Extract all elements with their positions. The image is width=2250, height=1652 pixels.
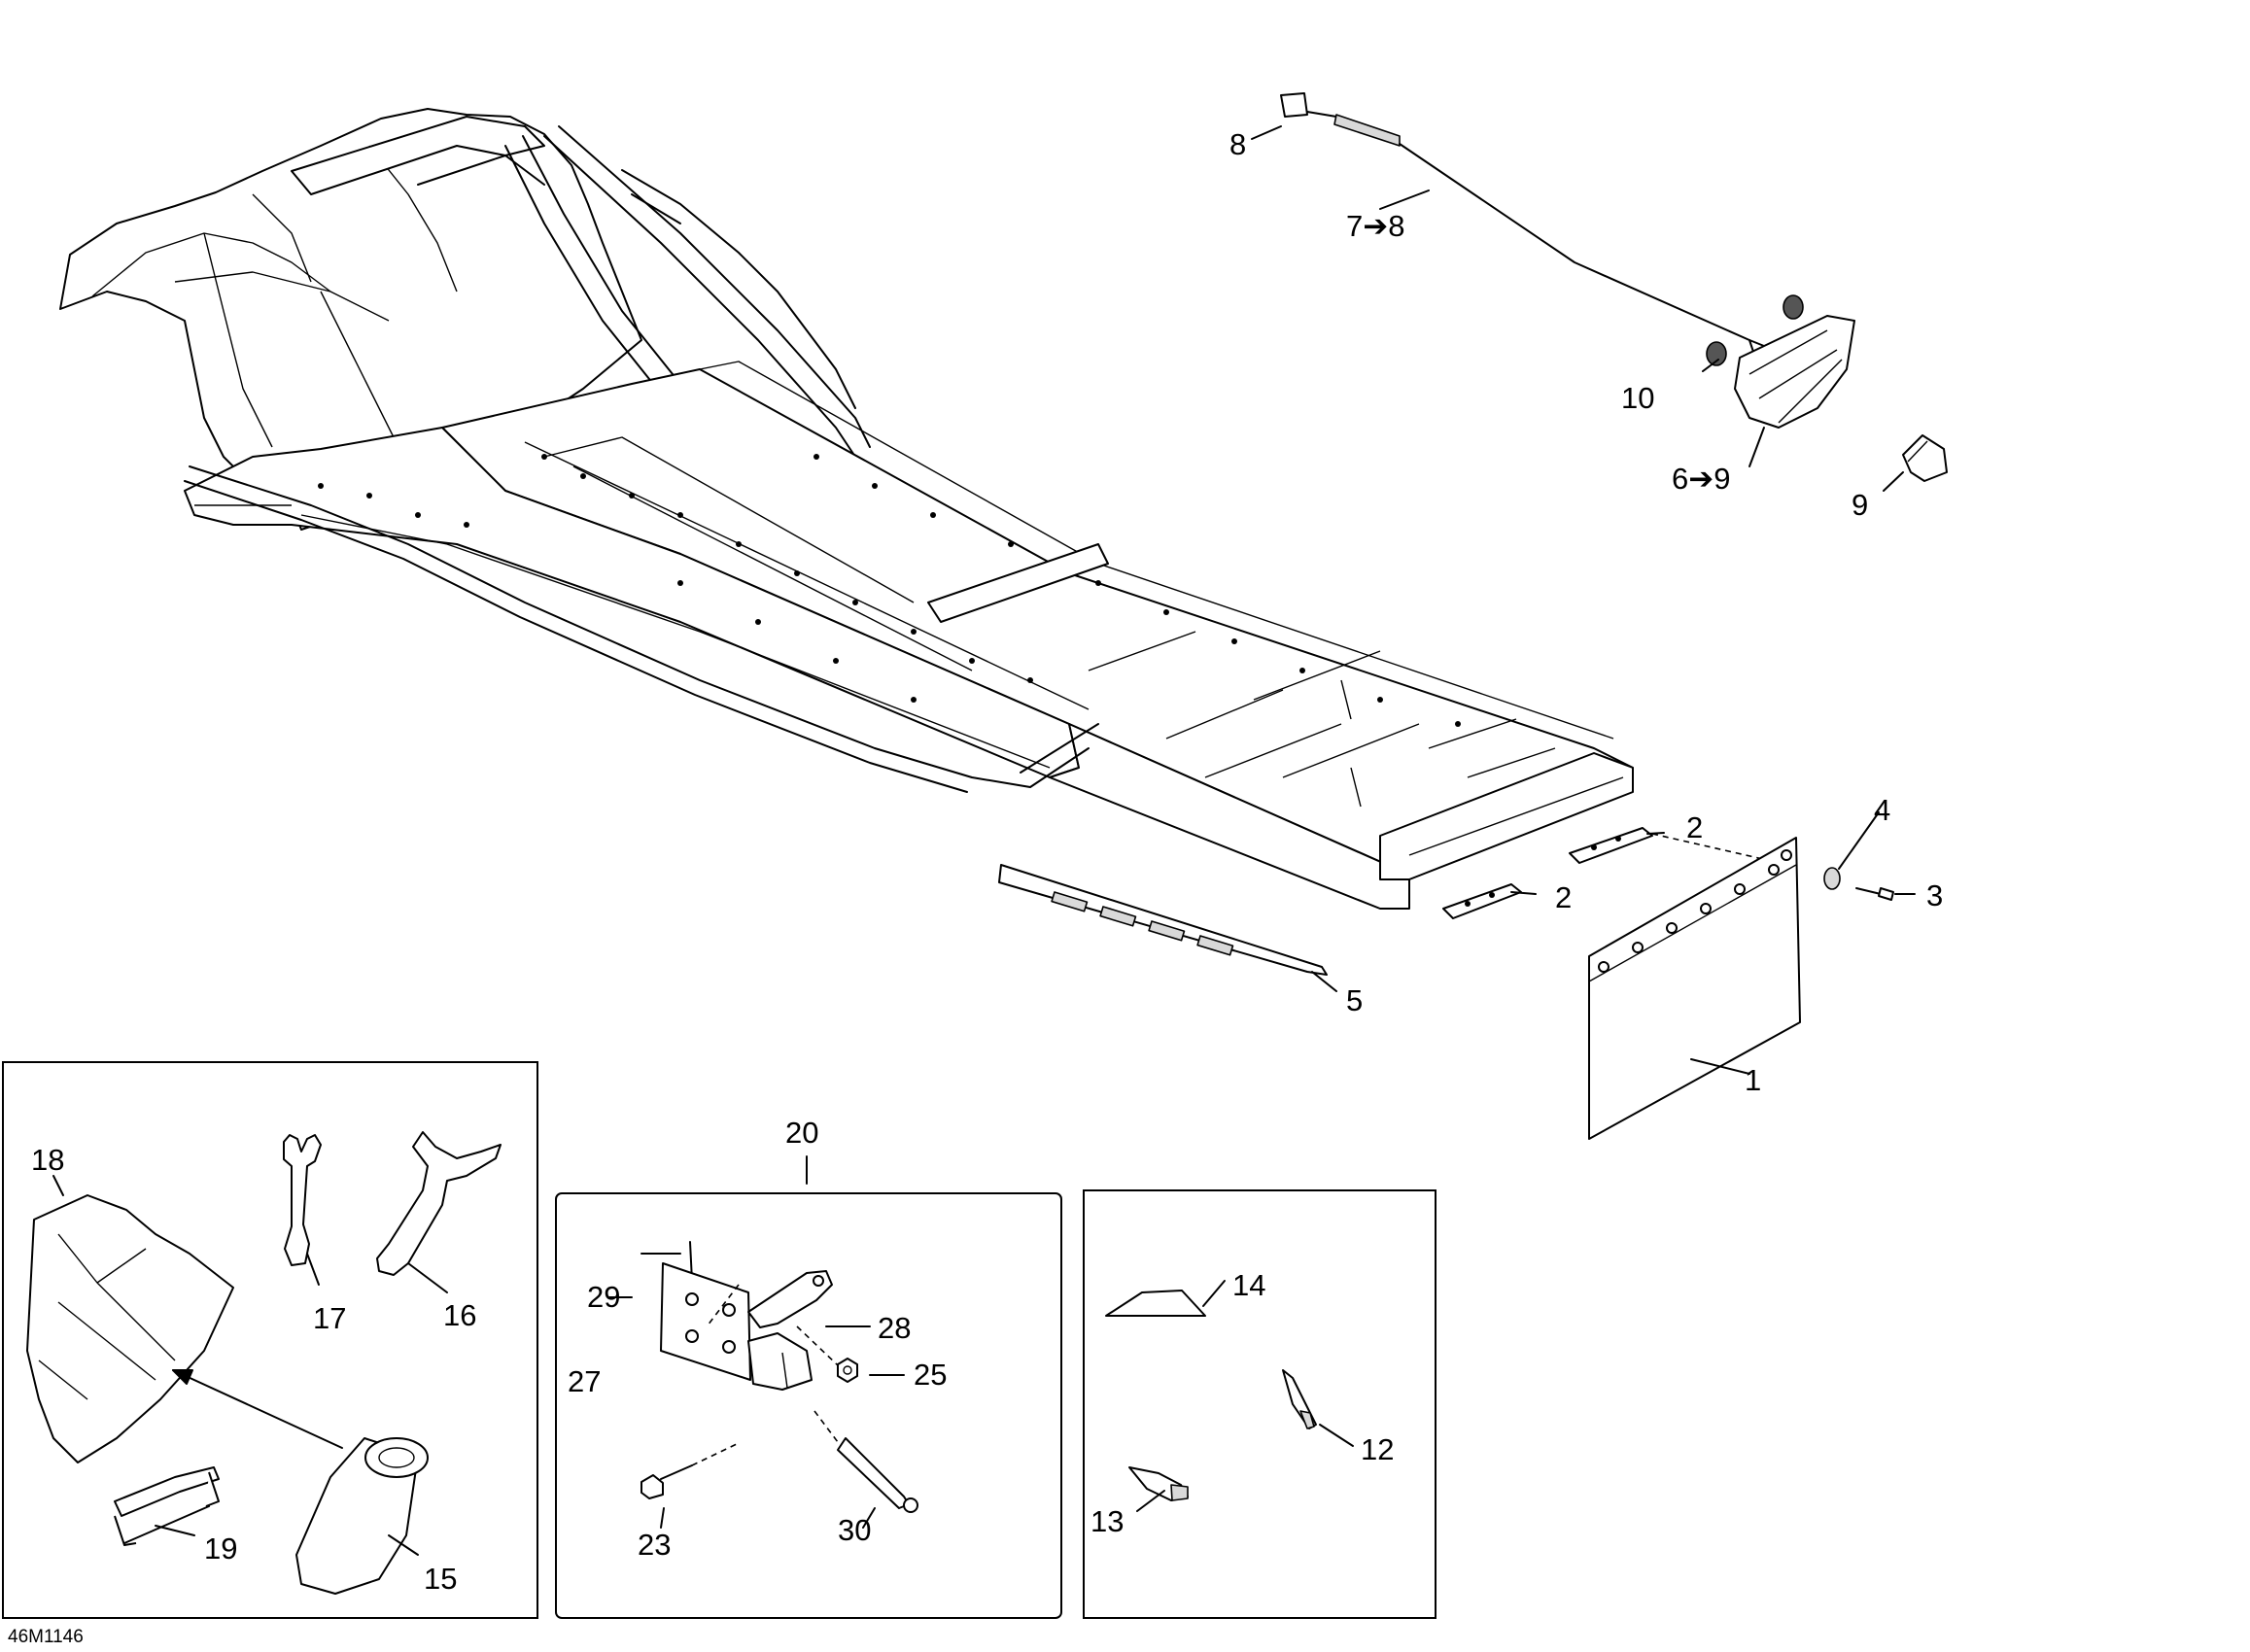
rivet-dots — [318, 454, 1461, 727]
taillight-lens-part-6-icon — [1734, 315, 1855, 429]
bolt-part-23-icon — [640, 1442, 740, 1499]
grommet-part-10-icon — [1706, 294, 1804, 366]
snow-flap-part-1-icon — [1588, 837, 1801, 1140]
tool-bag-part-18-icon — [26, 1194, 234, 1463]
callout-25: 25 — [914, 1358, 947, 1392]
callout-8: 8 — [1229, 127, 1246, 161]
callout-23: 23 — [638, 1528, 671, 1562]
side-rail-part-5-icon — [998, 864, 1328, 976]
hitch-tongue-part-28-icon — [747, 1270, 833, 1328]
strap-part-19-icon — [114, 1466, 220, 1546]
callout-6-9: 6➔9 — [1672, 462, 1730, 496]
callout-29: 29 — [587, 1280, 620, 1314]
hitch-pin-part-30-icon — [813, 1410, 918, 1513]
callout-15: 15 — [424, 1562, 457, 1596]
decal-part-12-icon — [1282, 1369, 1317, 1429]
callout-12: 12 — [1361, 1432, 1394, 1466]
callout-20: 20 — [785, 1116, 818, 1150]
callout-16: 16 — [443, 1298, 476, 1332]
leader-lines — [1251, 125, 1916, 1075]
callout-9: 9 — [1852, 488, 1868, 522]
callout-7-8: 7➔8 — [1346, 209, 1404, 243]
callout-28: 28 — [878, 1311, 911, 1345]
hitch-kit-inset-box: 20 — [555, 1116, 1062, 1619]
callout-13: 13 — [1090, 1504, 1124, 1538]
drawing-code: 46M1146 — [8, 1627, 84, 1647]
callout-2-upper: 2 — [1686, 810, 1703, 844]
callout-10: 10 — [1621, 381, 1654, 415]
decals-inset-box: 14 12 13 — [1083, 1189, 1437, 1619]
frame-tunnel-icon — [59, 108, 1634, 910]
wrench-part-17-icon — [283, 1134, 322, 1266]
spanner-part-16-icon — [376, 1131, 502, 1276]
callout-5: 5 — [1346, 983, 1363, 1017]
callout-1: 1 — [1745, 1063, 1761, 1097]
callout-30: 30 — [838, 1513, 871, 1547]
callout-3: 3 — [1926, 878, 1943, 912]
callout-2-lower: 2 — [1555, 880, 1572, 914]
bracket-part-2-upper-icon — [1569, 827, 1653, 864]
callout-27: 27 — [568, 1364, 601, 1398]
callout-14: 14 — [1232, 1268, 1265, 1302]
bulb-part-9-icon — [1902, 434, 1948, 482]
callout-17: 17 — [313, 1301, 346, 1335]
callout-4: 4 — [1874, 793, 1890, 827]
callout-19: 19 — [204, 1532, 237, 1566]
callout-18: 18 — [31, 1143, 64, 1177]
mounting-plate-part-27-icon — [660, 1262, 751, 1381]
decal-part-13-icon — [1128, 1466, 1189, 1501]
hitch-bracket-icon — [747, 1332, 813, 1391]
washer-part-4-icon — [1823, 867, 1841, 890]
tool-roll-part-15-icon — [295, 1437, 429, 1595]
bracket-part-2-lower-icon — [1442, 883, 1522, 919]
decal-part-14-icon — [1105, 1290, 1206, 1317]
nut-part-25-icon — [837, 1358, 858, 1383]
tools-inset-box: 18 17 16 19 15 — [2, 1061, 538, 1619]
screw-part-3-icon — [1855, 887, 1894, 901]
